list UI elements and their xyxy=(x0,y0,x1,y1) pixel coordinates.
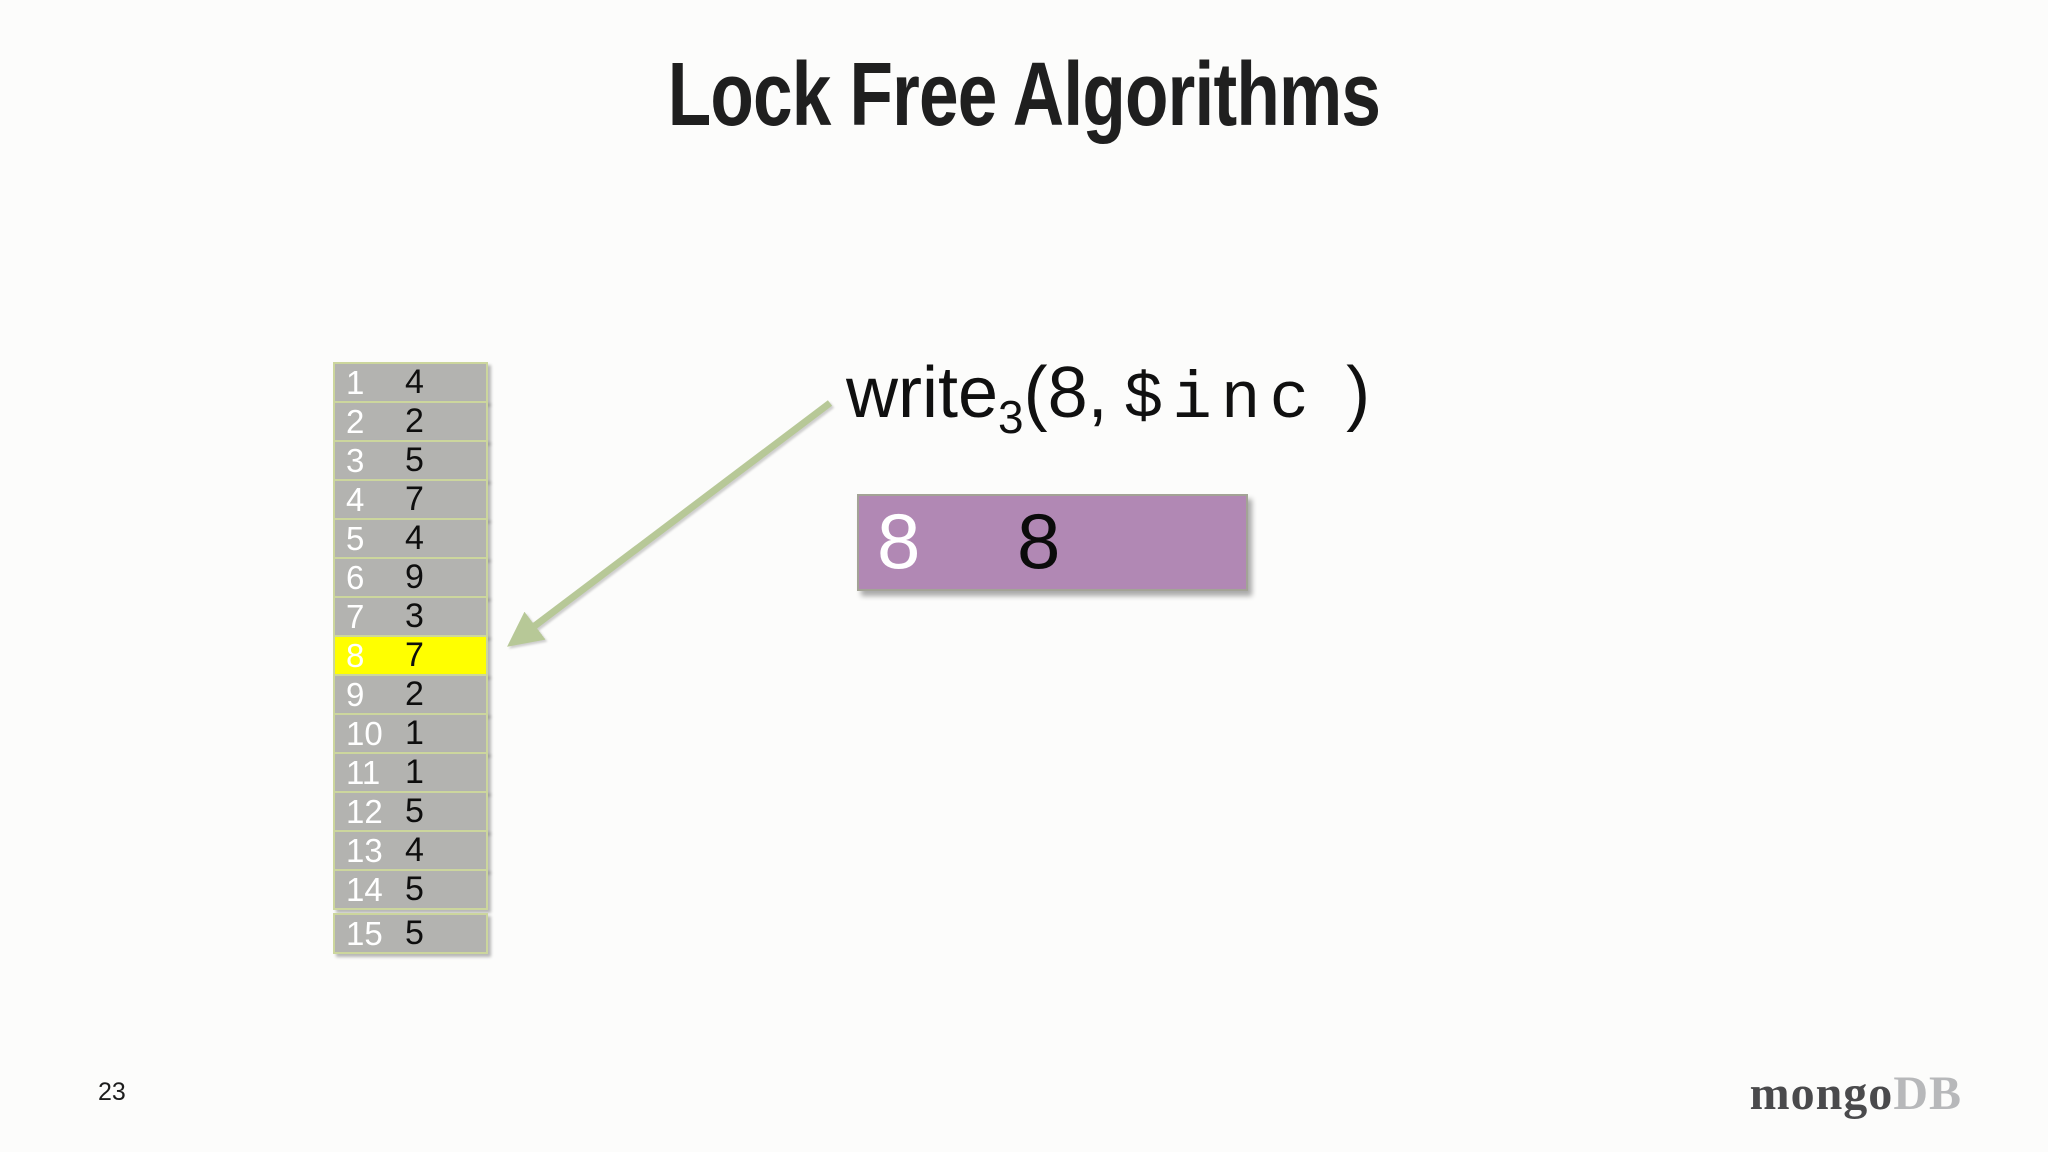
operator: $inc xyxy=(1123,362,1319,437)
logo-secondary: DB xyxy=(1893,1067,1962,1120)
row-value: 5 xyxy=(405,792,424,830)
result-slot: 8 xyxy=(877,497,921,585)
table-row: 13 4 xyxy=(333,830,488,871)
row-index: 15 xyxy=(346,915,383,952)
row-index: 12 xyxy=(346,793,383,830)
row-index: 11 xyxy=(346,754,381,791)
logo-primary: mongo xyxy=(1749,1067,1894,1120)
row-index: 7 xyxy=(346,598,365,635)
row-value: 5 xyxy=(405,870,424,908)
result-value: 8 xyxy=(1017,497,1061,585)
table-row: 15 5 xyxy=(333,913,488,954)
row-index: 10 xyxy=(346,715,383,752)
table-row: 14 5 xyxy=(333,869,488,910)
row-value: 9 xyxy=(405,558,424,596)
row-value: 2 xyxy=(405,675,424,713)
title-area: Lock Free Algorithms xyxy=(0,50,2048,140)
row-value: 5 xyxy=(405,441,424,479)
row-index: 3 xyxy=(346,442,365,479)
function-name: write xyxy=(846,353,999,433)
mongodb-logo: mongoDB xyxy=(1750,1066,1962,1121)
row-index: 1 xyxy=(346,364,365,401)
row-value: 7 xyxy=(405,480,424,518)
row-value: 4 xyxy=(405,363,424,401)
row-index: 2 xyxy=(346,403,365,440)
row-value: 5 xyxy=(405,914,424,952)
row-index: 4 xyxy=(346,481,365,518)
row-value: 4 xyxy=(405,831,424,869)
row-index: 8 xyxy=(346,637,365,674)
row-value: 2 xyxy=(405,402,424,440)
row-index: 9 xyxy=(346,676,365,713)
row-value: 1 xyxy=(405,753,424,791)
function-subscript: 3 xyxy=(998,391,1024,443)
page-number: 23 xyxy=(98,1078,126,1106)
row-index: 14 xyxy=(346,871,383,908)
row-value: 4 xyxy=(405,519,424,557)
result-box: 8 8 xyxy=(857,494,1248,591)
row-index: 5 xyxy=(346,520,365,557)
args-open: (8, xyxy=(1023,353,1108,433)
row-index: 6 xyxy=(346,559,365,596)
row-index: 13 xyxy=(346,832,383,869)
write-expression: write3(8,$inc) xyxy=(846,352,1371,443)
row-value: 3 xyxy=(405,597,424,635)
table-row: 10 1 xyxy=(333,713,488,754)
row-value: 7 xyxy=(405,636,424,674)
slide-title: Lock Free Algorithms xyxy=(667,45,1381,145)
table-row: 12 5 xyxy=(333,791,488,832)
args-close: ) xyxy=(1346,353,1371,433)
row-value: 1 xyxy=(405,714,424,752)
